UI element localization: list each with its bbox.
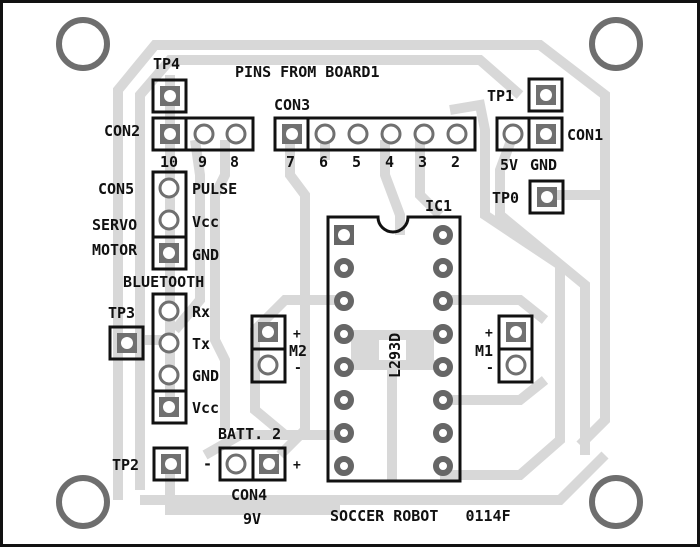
tp1-label: TP1 — [487, 87, 514, 105]
con3-label: CON3 — [274, 96, 310, 114]
con4-label: CON4 — [231, 486, 267, 504]
con5-pin-label: Vcc — [192, 213, 219, 231]
bluetooth-connector — [151, 292, 188, 425]
con3-pin-label: 2 — [451, 153, 460, 171]
mounting-hole — [56, 475, 110, 529]
con1-connector — [495, 116, 564, 152]
con4-plus-label: + — [293, 458, 301, 473]
ic1-pin-pad — [334, 258, 354, 278]
tp2-pad — [152, 446, 189, 482]
ic1-pins — [334, 225, 453, 476]
m1-label: M1 — [475, 342, 493, 360]
tp3-pad — [108, 325, 145, 361]
ic1-package — [326, 215, 462, 483]
ic1-pin-pad — [334, 456, 354, 476]
con3-pin-label: 7 — [286, 153, 295, 171]
ic1-pin-pad — [334, 324, 354, 344]
con3-pin-label: 4 — [385, 153, 394, 171]
ic1-pin-pad — [334, 390, 354, 410]
con4-minus-label: - — [203, 455, 212, 473]
con3-pin-label: 6 — [319, 153, 328, 171]
con5-label: CON5 — [98, 180, 134, 198]
con3-connector — [273, 116, 477, 152]
con4-voltage-label: 9V — [243, 510, 261, 528]
tp4-pad — [151, 78, 188, 114]
ic1-pin-pad — [433, 324, 453, 344]
mounting-hole — [589, 475, 643, 529]
tp0-label: TP0 — [492, 189, 519, 207]
con5-pin-label: PULSE — [192, 180, 237, 198]
con2-pin-label: 10 — [160, 153, 178, 171]
tp2-label: TP2 — [112, 456, 139, 474]
ic1-pin-pad — [433, 456, 453, 476]
con2-pin-label: 9 — [198, 153, 207, 171]
con3-pin-label: 5 — [352, 153, 361, 171]
con3-pin-label: 3 — [418, 153, 427, 171]
bluetooth-pin-label: GND — [192, 367, 219, 385]
ic1-pin-pad — [334, 357, 354, 377]
ic1-pin-pad — [433, 357, 453, 377]
con1-pin-label: 5V — [500, 156, 518, 174]
con2-label: CON2 — [104, 122, 140, 140]
ic1-pin-pad — [334, 423, 354, 443]
ic1-pin-pad — [334, 291, 354, 311]
m2-plus-label: + — [293, 327, 301, 342]
con2-pin-label: 8 — [230, 153, 239, 171]
m1-minus-label: - — [486, 361, 494, 376]
ic1-pin-pad — [433, 291, 453, 311]
m1-plus-label: + — [485, 326, 493, 341]
bluetooth-label: BLUETOOTH — [123, 273, 204, 291]
tp3-label: TP3 — [108, 304, 135, 322]
con4-connector — [218, 446, 287, 482]
m2-label: M2 — [289, 342, 307, 360]
ic1-pin-pad — [433, 390, 453, 410]
m2-minus-label: - — [294, 361, 302, 376]
ic1-pin-pad — [433, 225, 453, 245]
bluetooth-pin-label: Tx — [192, 335, 210, 353]
tp0-pad — [528, 179, 565, 215]
ic1-part-label: L293D — [386, 333, 404, 378]
servo-label: SERVO — [92, 216, 137, 234]
ic1-label: IC1 — [425, 197, 452, 215]
ic1-pin-pad — [433, 423, 453, 443]
tp1-pad — [527, 77, 564, 113]
con5-pin-label: GND — [192, 246, 219, 264]
bluetooth-pin-label: Vcc — [192, 399, 219, 417]
m2-connector — [250, 314, 287, 384]
bluetooth-pin-label: Rx — [192, 303, 210, 321]
title-label: PINS FROM BOARD1 — [235, 63, 380, 81]
board-footer-label: SOCCER ROBOT 0114F — [330, 507, 511, 525]
con2-connector — [151, 116, 255, 152]
motor-label: MOTOR — [92, 241, 138, 259]
ic1-pin-pad — [433, 258, 453, 278]
m1-connector — [497, 314, 534, 384]
tp4-label: TP4 — [153, 55, 180, 73]
con5-connector — [151, 170, 188, 271]
con1-pin-label: GND — [530, 156, 557, 174]
con1-label: CON1 — [567, 126, 603, 144]
mounting-hole — [56, 17, 110, 71]
batt-label: BATT. 2 — [218, 425, 281, 443]
mounting-hole — [589, 17, 643, 71]
